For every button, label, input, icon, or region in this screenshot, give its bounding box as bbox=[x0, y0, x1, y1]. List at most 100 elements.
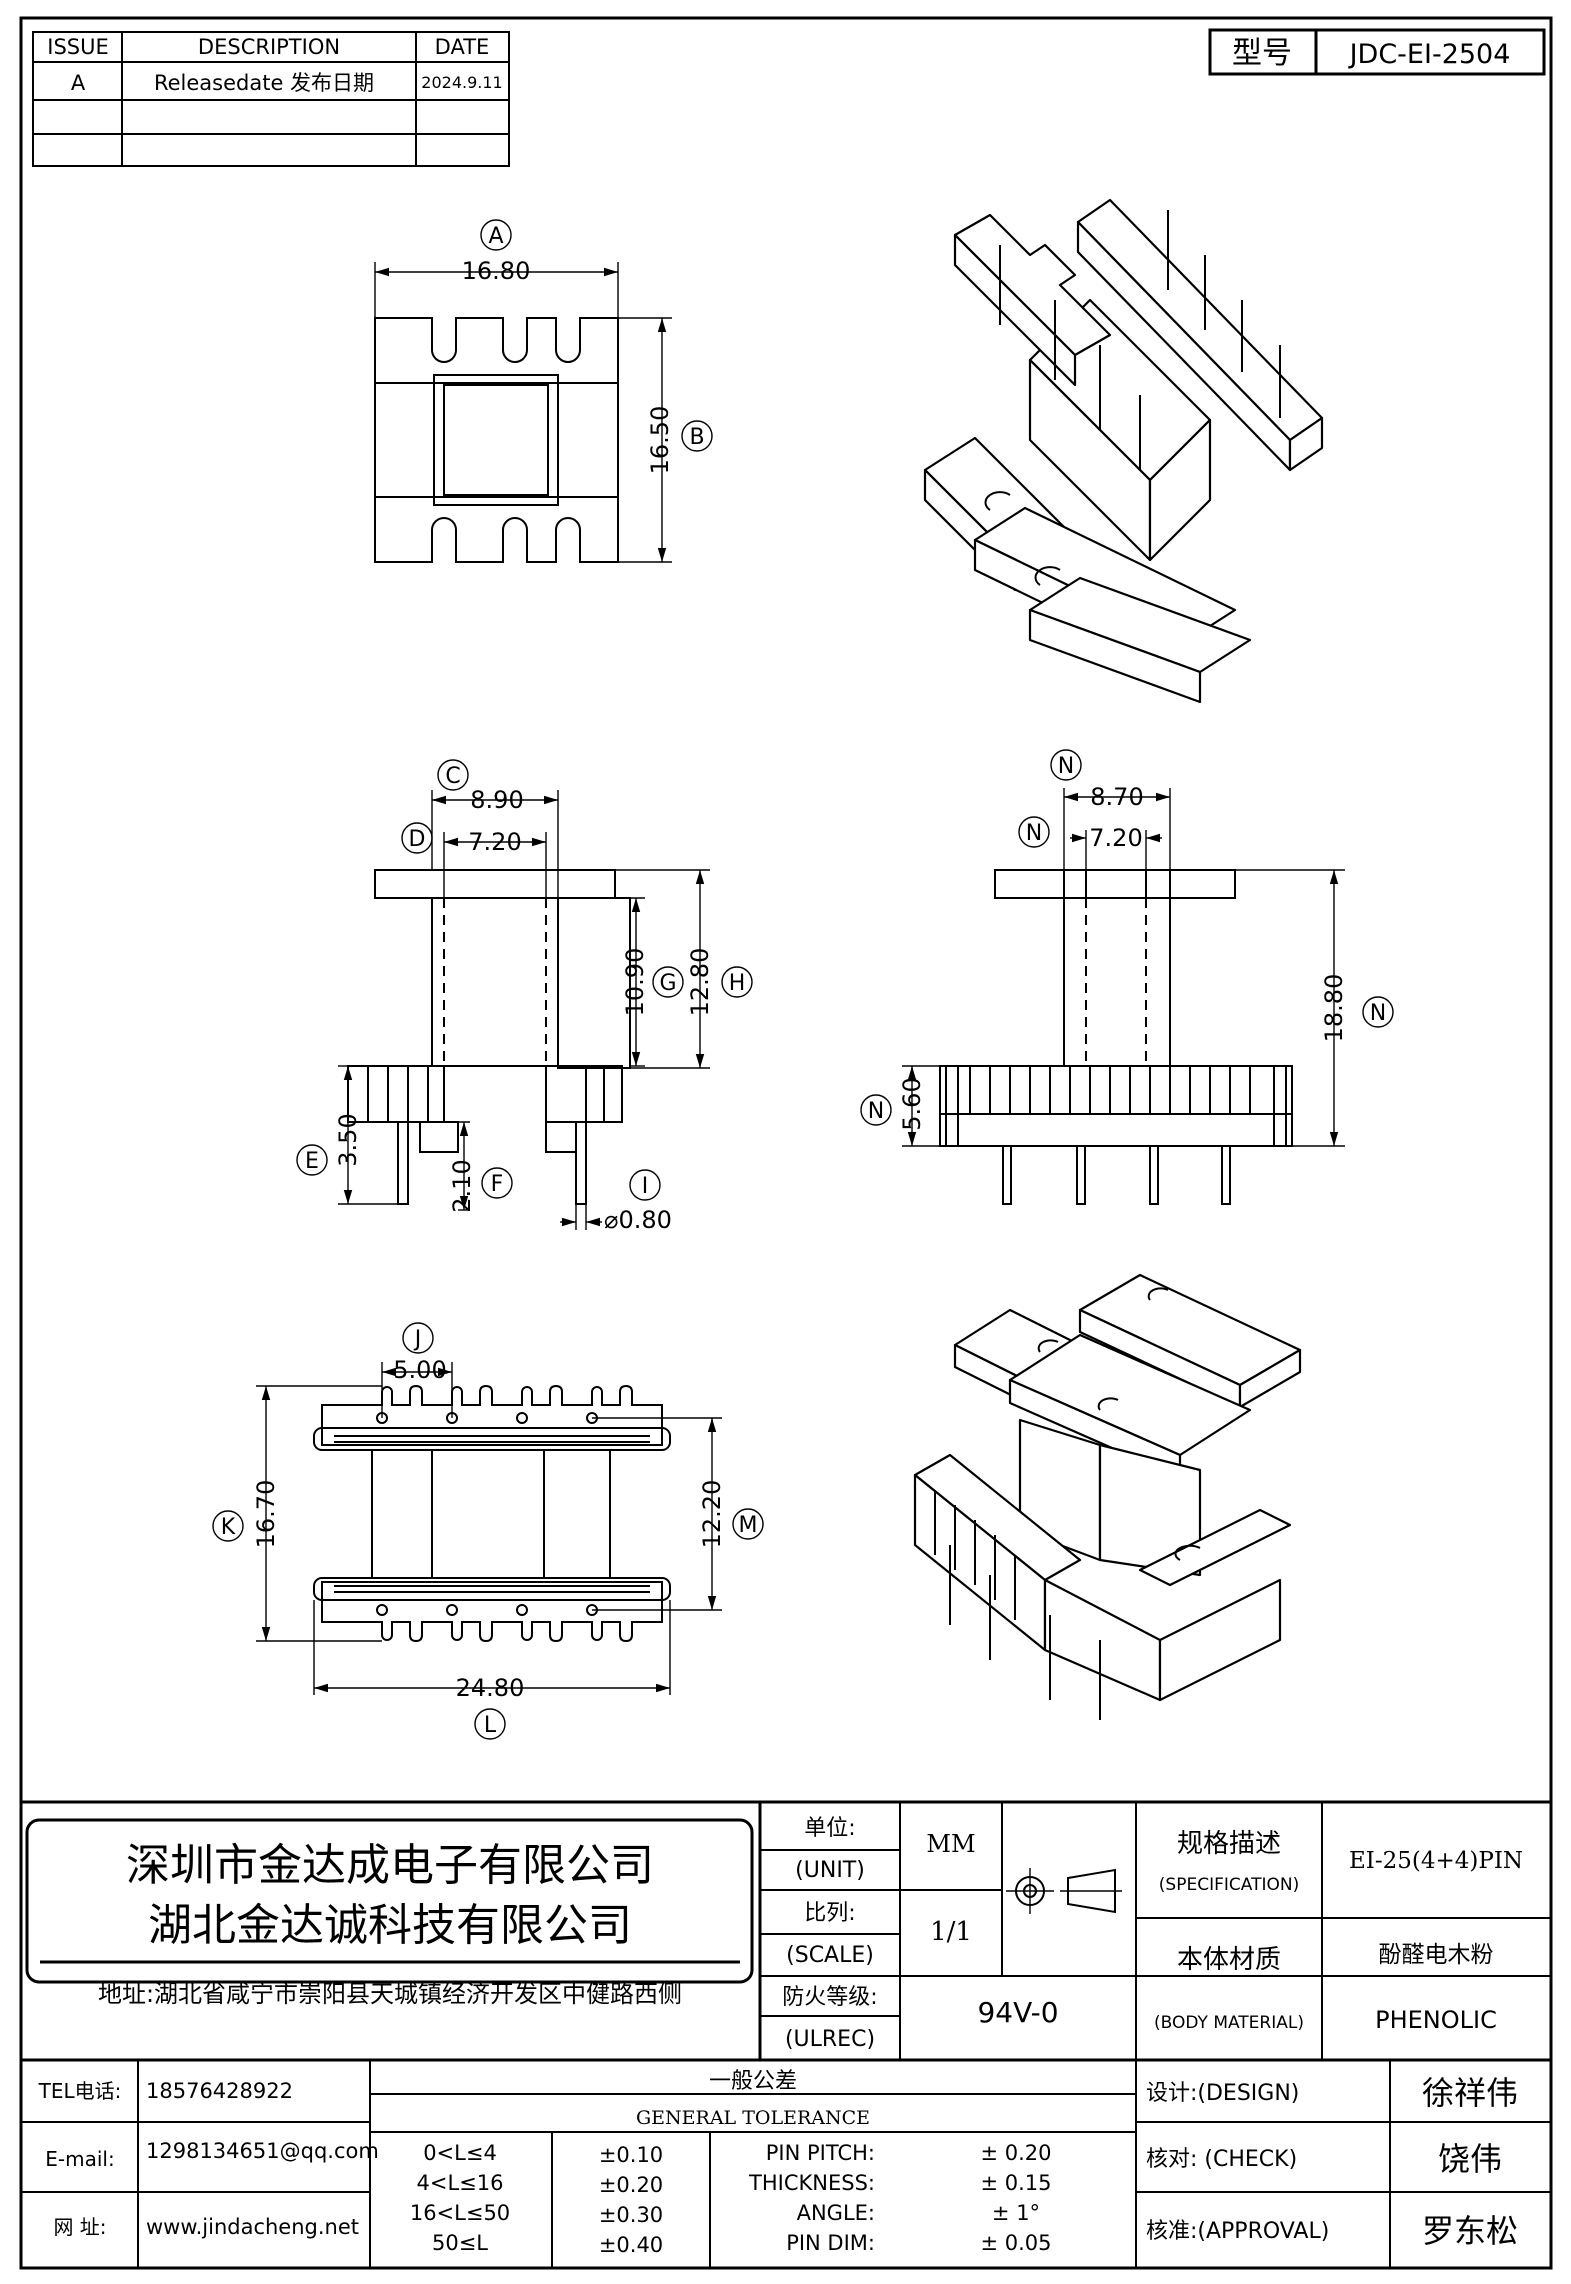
web-value: www.jindacheng.net bbox=[146, 2215, 359, 2239]
dim-m-value: 12.20 bbox=[698, 1480, 726, 1549]
model-label: 型号 bbox=[1232, 36, 1292, 71]
tol-range-3: 16<L≤50 bbox=[410, 2201, 510, 2225]
dim-f-callout bbox=[481, 1167, 513, 1199]
dim-k-value: 16.70 bbox=[252, 1480, 280, 1549]
tol-item-pin-dim: PIN DIM: bbox=[786, 2231, 875, 2255]
tolerance-title-cn: 一般公差 bbox=[709, 2069, 797, 2094]
spec-label-en: (SPECIFICATION) bbox=[1159, 1875, 1299, 1895]
company-address: 地址:湖北省咸宁市崇阳县天城镇经济开发区中健路西侧 bbox=[98, 1980, 682, 2008]
rev-issue: A bbox=[71, 71, 86, 95]
dim-a-value: 16.80 bbox=[462, 257, 531, 285]
dim-m-callout bbox=[732, 1508, 764, 1540]
dim-d-value: 7.20 bbox=[468, 828, 521, 856]
approval-name: 罗东松 bbox=[1422, 2212, 1518, 2250]
dim-c-letter: C bbox=[445, 764, 460, 789]
rev-header-date: DATE bbox=[435, 35, 490, 59]
ulrec-label-cn: 防火等级: bbox=[782, 1985, 877, 2010]
model-value: JDC-EI-2504 bbox=[1348, 39, 1511, 70]
dim-n-height-letter: N bbox=[1370, 1001, 1386, 1026]
dim-n-inner-callout bbox=[1018, 816, 1050, 848]
dim-m-letter: M bbox=[739, 1513, 758, 1538]
tolerance-title-en: GENERAL TOLERANCE bbox=[636, 2107, 870, 2129]
rev-description: Releasedate 发布日期 bbox=[154, 71, 374, 95]
tol-item-pin-dim-value: ± 0.05 bbox=[980, 2231, 1051, 2255]
tol-item-angle: ANGLE: bbox=[797, 2201, 875, 2225]
company-name-2: 湖北金达诚科技有限公司 bbox=[148, 1900, 632, 1951]
title-block: 深圳市金达成电子有限公司 湖北金达诚科技有限公司 地址:湖北省咸宁市崇阳县天城镇… bbox=[21, 1802, 1551, 2268]
dim-d-callout bbox=[401, 822, 433, 854]
dim-j-callout bbox=[402, 1322, 434, 1354]
dim-n-inner-value: 7.20 bbox=[1089, 824, 1142, 852]
spec-value: EI-25(4+4)PIN bbox=[1349, 1848, 1523, 1874]
dim-e-letter: E bbox=[305, 1149, 319, 1174]
tol-range-2: 4<L≤16 bbox=[417, 2171, 504, 2195]
unit-label-en: (UNIT) bbox=[795, 1858, 865, 1883]
design-name: 徐祥伟 bbox=[1422, 2074, 1518, 2112]
scale-label-cn: 比列: bbox=[804, 1901, 855, 1926]
dim-n-base-value: 5.60 bbox=[898, 1077, 926, 1130]
dim-i-letter: I bbox=[642, 1174, 649, 1199]
dim-g-letter: G bbox=[659, 971, 676, 996]
material-label-en: (BODY MATERIAL) bbox=[1154, 2013, 1304, 2033]
dim-k-callout bbox=[212, 1510, 244, 1542]
dim-a-letter: A bbox=[488, 224, 503, 249]
dim-k-letter: K bbox=[221, 1515, 236, 1540]
side-view: 8.70 N 7.20 N 18.80 N 5.60 N bbox=[860, 749, 1394, 1205]
tol-value-3: ±0.30 bbox=[599, 2203, 663, 2227]
dim-l-value: 24.80 bbox=[456, 1674, 525, 1702]
tol-item-angle-value: ± 1° bbox=[992, 2201, 1040, 2225]
dim-n-outer-letter: N bbox=[1058, 754, 1074, 779]
revision-table: ISSUE DESCRIPTION DATE A Releasedate 发布日… bbox=[32, 31, 510, 167]
web-label: 网 址: bbox=[53, 2215, 106, 2239]
dim-b-letter: B bbox=[689, 425, 704, 450]
dim-h-callout bbox=[721, 966, 753, 998]
dim-n-inner-letter: N bbox=[1026, 821, 1042, 846]
tol-item-pin-pitch: PIN PITCH: bbox=[766, 2141, 875, 2165]
rev-header-issue: ISSUE bbox=[47, 35, 109, 59]
tol-item-thickness-value: ± 0.15 bbox=[980, 2171, 1051, 2195]
dim-n-base-callout bbox=[860, 1094, 892, 1126]
tol-range-4: 50≤L bbox=[432, 2231, 488, 2255]
dim-j-letter: J bbox=[413, 1327, 422, 1352]
dim-c-callout bbox=[437, 759, 469, 791]
dim-l-callout bbox=[474, 1708, 506, 1740]
ulrec-label-en: (ULREC) bbox=[785, 2027, 875, 2052]
top-view: 16.80 A 16.50 B bbox=[374, 219, 713, 563]
tol-value-1: ±0.10 bbox=[599, 2143, 663, 2167]
isometric-view-top bbox=[923, 198, 1324, 704]
company-name-1: 深圳市金达成电子有限公司 bbox=[126, 1840, 654, 1891]
dim-n-base-letter: N bbox=[868, 1099, 884, 1124]
email-value: 1298134651@qq.com bbox=[146, 2139, 379, 2163]
dim-n-outer-value: 8.70 bbox=[1090, 783, 1143, 811]
dim-g-value: 10.90 bbox=[621, 948, 649, 1017]
tel-value: 18576428922 bbox=[146, 2079, 293, 2103]
tol-value-2: ±0.20 bbox=[599, 2173, 663, 2197]
dim-n-height-callout bbox=[1362, 996, 1394, 1028]
dim-a-callout bbox=[480, 219, 512, 251]
front-view: 8.90 C 7.20 D 10.90 G 12.80 H 3.50 E bbox=[296, 759, 753, 1234]
dim-n-height-value: 18.80 bbox=[1320, 974, 1348, 1043]
dim-j-value: 5.00 bbox=[393, 1356, 446, 1384]
rev-date: 2024.9.11 bbox=[421, 73, 502, 92]
tol-item-thickness: THICKNESS: bbox=[748, 2171, 875, 2195]
scale-label-en: (SCALE) bbox=[786, 1943, 874, 1968]
design-label: 设计:(DESIGN) bbox=[1146, 2081, 1299, 2106]
dim-b-callout bbox=[681, 420, 713, 452]
dim-h-value: 12.80 bbox=[686, 948, 714, 1017]
projection-symbol-icon bbox=[1006, 1868, 1122, 1914]
material-value-en: PHENOLIC bbox=[1375, 2006, 1497, 2034]
model-box: 型号 JDC-EI-2504 bbox=[1208, 28, 1546, 76]
unit-value: MM bbox=[926, 1830, 975, 1858]
tol-range-1: 0<L≤4 bbox=[423, 2141, 497, 2165]
dim-f-value: 2.10 bbox=[448, 1159, 476, 1212]
dim-i-callout bbox=[629, 1169, 661, 1201]
dim-c-value: 8.90 bbox=[470, 786, 523, 814]
unit-label-cn: 单位: bbox=[804, 1816, 855, 1841]
sheet-frame bbox=[19, 16, 1553, 2270]
isometric-view-bottom bbox=[913, 1273, 1302, 1720]
bottom-view: 5.00 J 16.70 K 12.20 M 24.80 L bbox=[212, 1322, 764, 1740]
dim-d-letter: D bbox=[409, 827, 426, 852]
approval-label: 核准:(APPROVAL) bbox=[1146, 2219, 1329, 2244]
dim-b-value: 16.50 bbox=[646, 406, 674, 475]
